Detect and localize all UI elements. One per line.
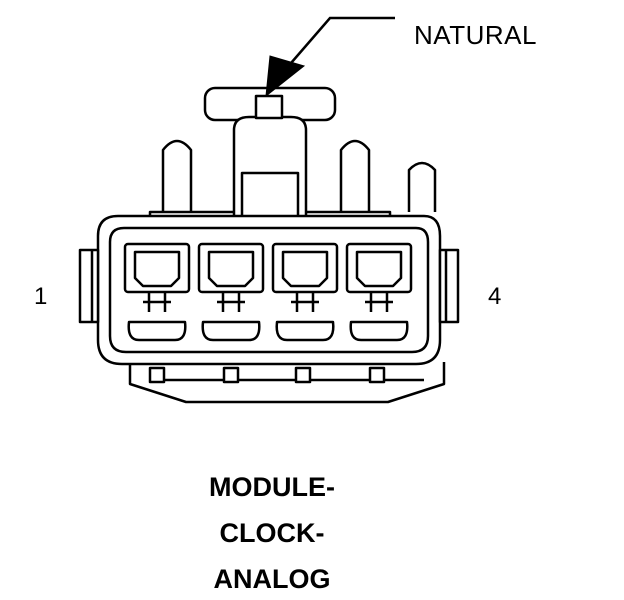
right-post <box>339 139 371 212</box>
cavity-2-inner <box>207 250 255 288</box>
cavity-3-base <box>275 320 335 342</box>
cavity-1-base <box>127 320 187 342</box>
title-line-3: ANALOG <box>213 564 331 594</box>
title-line-2: CLOCK- <box>219 518 325 548</box>
cavity-4-base <box>349 320 409 342</box>
right-lock-tab <box>438 248 460 324</box>
skirt-tab-1 <box>148 366 166 384</box>
left-lock-tab <box>78 248 100 324</box>
cavity-group <box>123 242 413 342</box>
pin-4-label: 4 <box>488 283 502 310</box>
skirt-tab-3 <box>294 366 312 384</box>
skirt-tab-2 <box>222 366 240 384</box>
left-post <box>161 139 193 212</box>
far-right-post <box>407 161 437 212</box>
title-line-1: MODULE- <box>209 472 335 502</box>
natural-callout-label: NATURAL <box>414 20 537 50</box>
callout-arrowhead <box>265 55 306 98</box>
latch-window <box>240 171 300 223</box>
cavity-3-inner <box>281 250 329 288</box>
cavity-4-inner <box>355 250 403 288</box>
latch-tip <box>254 94 284 120</box>
connector-bottom-skirt <box>128 362 446 404</box>
pin-1-label: 1 <box>34 283 48 310</box>
skirt-tab-4 <box>368 366 386 384</box>
cavity-1-inner <box>133 250 181 288</box>
cavity-2-base <box>201 320 261 342</box>
callout-leader-line <box>284 16 395 71</box>
